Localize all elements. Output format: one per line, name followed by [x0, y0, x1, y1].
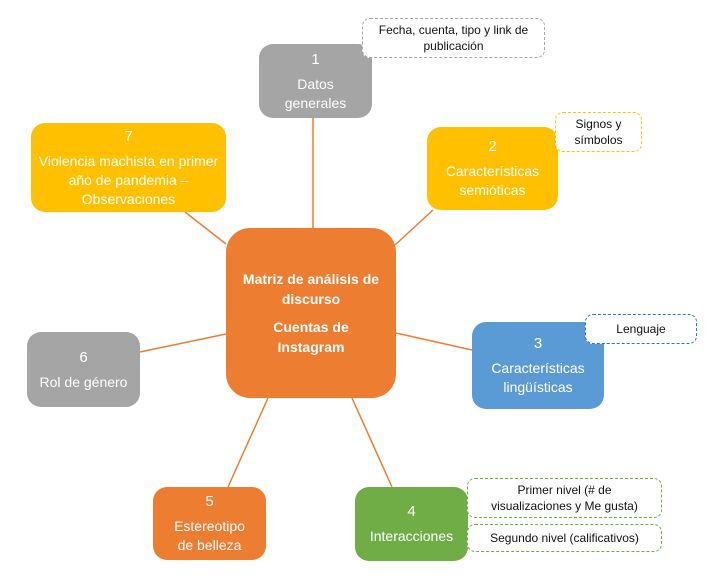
- connector-7: [184, 211, 227, 245]
- connector-4: [351, 397, 393, 488]
- note-text: Lenguaje: [616, 322, 666, 336]
- node-number: 1: [311, 50, 320, 68]
- node-label: Rol de género: [39, 373, 128, 390]
- connector-5: [227, 397, 269, 488]
- node-estereotipo-belleza[interactable]: 5 Estereotipo de belleza: [153, 487, 266, 560]
- note-signos-simbolos: Signos y símbolos: [555, 112, 642, 152]
- node-interacciones[interactable]: 4 Interacciones: [355, 487, 468, 561]
- note-text: Primer nivel (# de visualizaciones y Me …: [491, 483, 638, 513]
- connector-6: [139, 333, 227, 353]
- node-label: Interacciones: [369, 528, 454, 544]
- note-fecha-cuenta: Fecha, cuenta, tipo y link de publicació…: [362, 18, 545, 58]
- node-label: Características semióticas: [445, 163, 540, 198]
- connector-3: [395, 332, 473, 351]
- note-primer-nivel: Primer nivel (# de visualizaciones y Me …: [467, 478, 662, 518]
- node-number: 3: [533, 335, 543, 352]
- node-label: Datos generales: [284, 75, 347, 111]
- center-subtitle: Cuentas de Instagram: [273, 319, 349, 355]
- center-title: Matriz de análisis de discurso: [242, 271, 380, 307]
- node-caracteristicas-semioticas[interactable]: 2 Características semióticas: [427, 127, 558, 210]
- note-segundo-nivel: Segundo nivel (calificativos): [467, 524, 662, 552]
- center-node[interactable]: Matriz de análisis de discurso Cuentas d…: [226, 228, 396, 398]
- note-lenguaje: Lenguaje: [585, 314, 697, 344]
- note-text: Segundo nivel (calificativos): [490, 531, 639, 545]
- note-text: Signos y símbolos: [574, 117, 623, 147]
- node-label: Violencia machista en primer año de pand…: [38, 152, 219, 207]
- node-violencia-machista[interactable]: 7 Violencia machista en primer año de pa…: [31, 123, 226, 212]
- connector-2: [394, 209, 434, 246]
- node-number: 6: [79, 348, 88, 366]
- node-caracteristicas-linguisticas[interactable]: 3 Características lingüísticas: [472, 322, 604, 409]
- node-datos-generales[interactable]: 1 Datos generales: [259, 44, 372, 118]
- node-number: 4: [407, 503, 416, 520]
- node-number: 5: [205, 493, 214, 510]
- node-number: 7: [124, 127, 133, 145]
- node-label: Estereotipo de belleza: [174, 518, 245, 553]
- node-number: 2: [488, 138, 497, 155]
- note-text: Fecha, cuenta, tipo y link de publicació…: [378, 23, 529, 53]
- node-rol-genero[interactable]: 6 Rol de género: [27, 332, 140, 407]
- node-label: Características lingüísticas: [491, 360, 585, 395]
